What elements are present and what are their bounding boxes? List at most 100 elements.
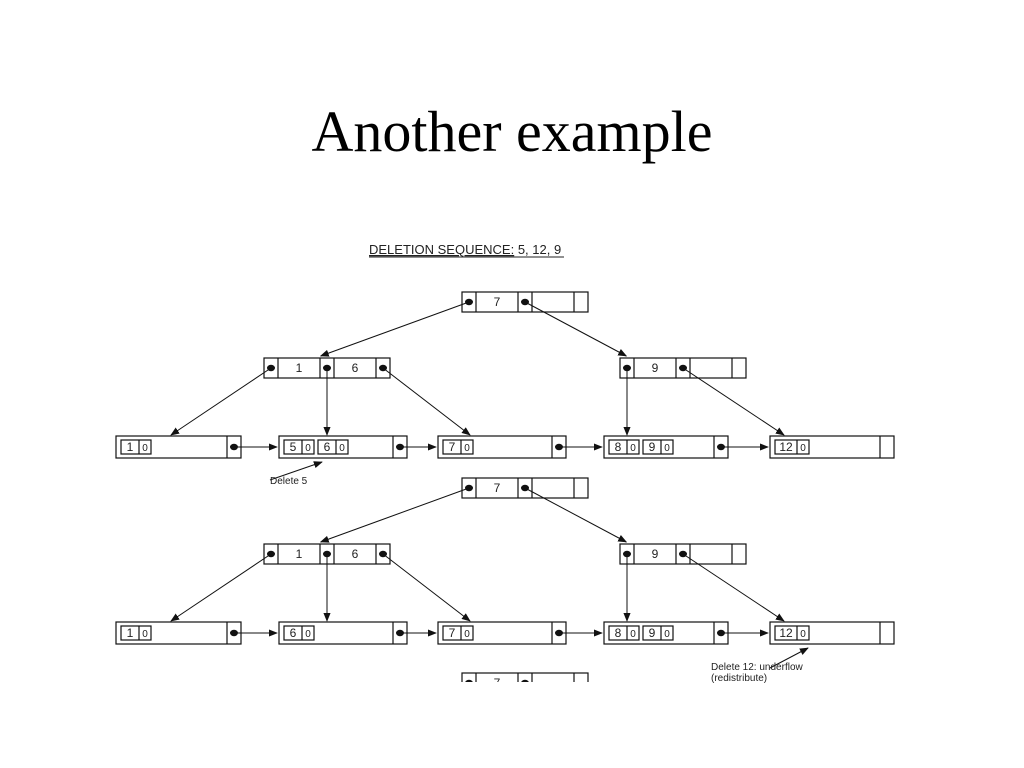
leaf-key: 12 xyxy=(779,626,793,640)
pointer-arrow xyxy=(269,461,323,481)
entry-box xyxy=(442,625,474,641)
pointer-arrow xyxy=(524,301,628,357)
node-border xyxy=(619,543,747,565)
entry-box xyxy=(774,625,810,641)
pointer-arrow xyxy=(682,367,785,436)
pointer-dot xyxy=(396,629,404,637)
tree-partial: 7 xyxy=(461,672,589,682)
pointer-arrow xyxy=(382,367,471,436)
leaf-flag: 0 xyxy=(664,629,670,640)
entry-box xyxy=(442,439,474,455)
node-key: 7 xyxy=(494,295,501,309)
leaf-node: 12 0 xyxy=(769,621,895,645)
entry-box xyxy=(120,625,152,641)
node-border xyxy=(461,477,589,499)
node-key: 9 xyxy=(652,547,659,561)
leaf-flag: 0 xyxy=(464,629,470,640)
node-key: 7 xyxy=(494,481,501,495)
leaf-key: 12 xyxy=(779,440,793,454)
entry-box xyxy=(642,625,674,641)
pointer-dot xyxy=(521,679,529,682)
leaf-border xyxy=(115,621,242,645)
leaf-key: 9 xyxy=(649,440,656,454)
entry-box xyxy=(283,625,315,641)
leaf-key: 7 xyxy=(449,440,456,454)
pointer-dot xyxy=(230,443,238,451)
pointer-dot xyxy=(465,679,473,682)
entry-box xyxy=(608,625,640,641)
leaf-border xyxy=(278,621,408,645)
pointer-dot xyxy=(555,443,563,451)
leaf-flag: 0 xyxy=(464,443,470,454)
leaf-flag: 0 xyxy=(630,629,636,640)
leaf-key: 8 xyxy=(615,440,622,454)
pointer-arrow xyxy=(769,647,809,669)
cropped-tree: 7 xyxy=(461,672,589,682)
node-key: 9 xyxy=(652,361,659,375)
leaf-key: 5 xyxy=(290,440,297,454)
entry-box xyxy=(608,439,640,455)
pointer-arrow xyxy=(382,553,471,622)
node-key: 1 xyxy=(296,547,303,561)
annotation-redistribute: (redistribute) xyxy=(711,673,767,684)
heading-underlined: DELETION SEQUENCE: xyxy=(369,242,514,257)
pointer-dot xyxy=(396,443,404,451)
leaf-key: 9 xyxy=(649,626,656,640)
root-node: 7 xyxy=(461,672,589,682)
root-node: 7 xyxy=(461,477,589,499)
leaf-flag: 0 xyxy=(339,443,345,454)
pointer-arrow xyxy=(170,553,272,622)
node-key: 6 xyxy=(352,547,359,561)
entry-box xyxy=(317,439,349,455)
leaf-key: 6 xyxy=(324,440,331,454)
leaf-key: 1 xyxy=(127,440,134,454)
node-border xyxy=(461,291,589,313)
leaf-flag: 0 xyxy=(800,443,806,454)
pointer-arrow xyxy=(682,553,785,622)
leaf-key: 6 xyxy=(290,626,297,640)
entry-box xyxy=(120,439,152,455)
pointer-arrow xyxy=(319,487,470,543)
internal-node-right: 9 xyxy=(619,357,747,379)
leaf-flag: 0 xyxy=(664,443,670,454)
leaf-key: 7 xyxy=(449,626,456,640)
leaf-flag: 0 xyxy=(142,443,148,454)
node-border xyxy=(461,672,589,682)
leaf-border xyxy=(437,435,567,459)
leaf-flag: 0 xyxy=(305,443,311,454)
entry-box xyxy=(283,439,315,455)
leaf-flag: 0 xyxy=(305,629,311,640)
leaf-flag: 0 xyxy=(800,629,806,640)
pointer-dot xyxy=(717,443,725,451)
entry-box xyxy=(642,439,674,455)
svg-text:DELETION SEQUENCE: 5, 12, 9: DELETION SEQUENCE: 5, 12, 9 xyxy=(369,242,561,257)
leaf-border xyxy=(437,621,567,645)
node-key: 6 xyxy=(352,361,359,375)
pointer-arrow xyxy=(319,301,470,357)
annotation-delete-12: Delete 12: underflow xyxy=(711,662,804,673)
leaf-border xyxy=(115,435,242,459)
pointer-dot xyxy=(555,629,563,637)
leaf-key: 8 xyxy=(615,626,622,640)
leaf-key: 1 xyxy=(127,626,134,640)
leaf-border xyxy=(769,621,895,645)
node-border xyxy=(619,357,747,379)
heading-rest: 5, 12, 9 xyxy=(514,242,561,257)
leaf-flag: 0 xyxy=(630,443,636,454)
pointer-dot xyxy=(230,629,238,637)
pointer-arrow xyxy=(170,367,272,436)
node-key: 1 xyxy=(296,361,303,375)
